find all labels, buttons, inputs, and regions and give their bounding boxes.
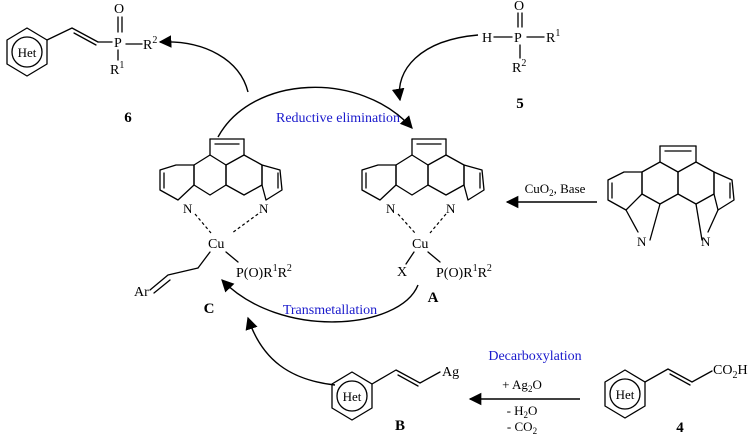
step-transmetallation: Transmetallation: [283, 303, 377, 318]
carboxylic-acid: CO2H: [713, 363, 748, 381]
compound-4: Het CO2H 4: [604, 363, 748, 436]
condition-ag2o: + Ag2O: [502, 377, 542, 394]
free-phenanthroline: N N: [607, 145, 735, 249]
r1-group: R1: [110, 60, 124, 78]
arrow-from-reagent-5: [391, 34, 479, 102]
het-ring-b: Het: [331, 371, 373, 421]
arrow-cycle-bottom: [221, 279, 419, 323]
condition-minus-co2: - CO2: [507, 419, 537, 436]
nitrogen-left: N: [183, 201, 193, 216]
het-ring-4: Het: [604, 369, 646, 419]
r1-group: R1: [546, 28, 560, 46]
arrow-cycle-top: [217, 86, 413, 138]
phosphonyl-ligand-a: P(O)R1R2: [436, 263, 492, 281]
compound-5: H P O R1 R2 5: [482, 0, 560, 112]
phosphonyl-ligand-c: P(O)R1R2: [236, 263, 292, 281]
het-label: Het: [343, 389, 362, 404]
phosphorus-atom: P: [114, 36, 122, 51]
step-decarboxylation: Decarboxylation: [488, 349, 581, 364]
nitrogen-right: N: [259, 201, 269, 216]
condition-cuo2-base: CuO2, Base: [525, 181, 586, 198]
complex-c: N N Cu Ar P(O)R1R2 C: [134, 138, 292, 317]
complex-label-c: C: [204, 301, 215, 317]
copper-center-a: Cu: [412, 237, 428, 252]
compound-6: Het P O R2 R1 6: [6, 2, 157, 126]
phenanthroline-ligand-c: [159, 138, 283, 201]
nitrogen-right: N: [701, 234, 711, 249]
nitrogen-left: N: [386, 201, 396, 216]
het-label: Het: [616, 387, 635, 402]
oxygen-atom: O: [114, 2, 124, 17]
condition-minus-water: - H2O: [507, 403, 538, 420]
halide-x: X: [397, 265, 407, 280]
hydrogen-atom: H: [482, 31, 492, 46]
nitrogen-left: N: [637, 234, 647, 249]
compound-b: Het Ag B: [331, 365, 459, 434]
r2-group: R2: [512, 58, 526, 76]
compound-number-4: 4: [676, 420, 684, 436]
step-reductive-elimination: Reductive elimination: [276, 111, 400, 126]
complex-a: N N Cu X P(O)R1R2 A: [361, 138, 492, 306]
compound-number-6: 6: [124, 110, 132, 126]
nitrogen-right: N: [446, 201, 456, 216]
silver-atom: Ag: [442, 365, 459, 380]
copper-center-c: Cu: [208, 237, 224, 252]
arrow-to-product-6: [158, 35, 249, 93]
complex-label-a: A: [428, 290, 439, 306]
compound-number-5: 5: [516, 96, 524, 112]
het-ring-6: Het: [6, 27, 48, 77]
phosphorus-atom: P: [514, 31, 522, 46]
arrow-from-b-to-cycle: [245, 316, 336, 386]
aryl-group: Ar: [134, 285, 149, 300]
het-label: Het: [18, 45, 37, 60]
compound-label-b: B: [395, 418, 405, 434]
oxygen-atom: O: [514, 0, 524, 14]
phenanthroline-ligand-a: [361, 138, 485, 201]
r2-group: R2: [143, 35, 157, 53]
